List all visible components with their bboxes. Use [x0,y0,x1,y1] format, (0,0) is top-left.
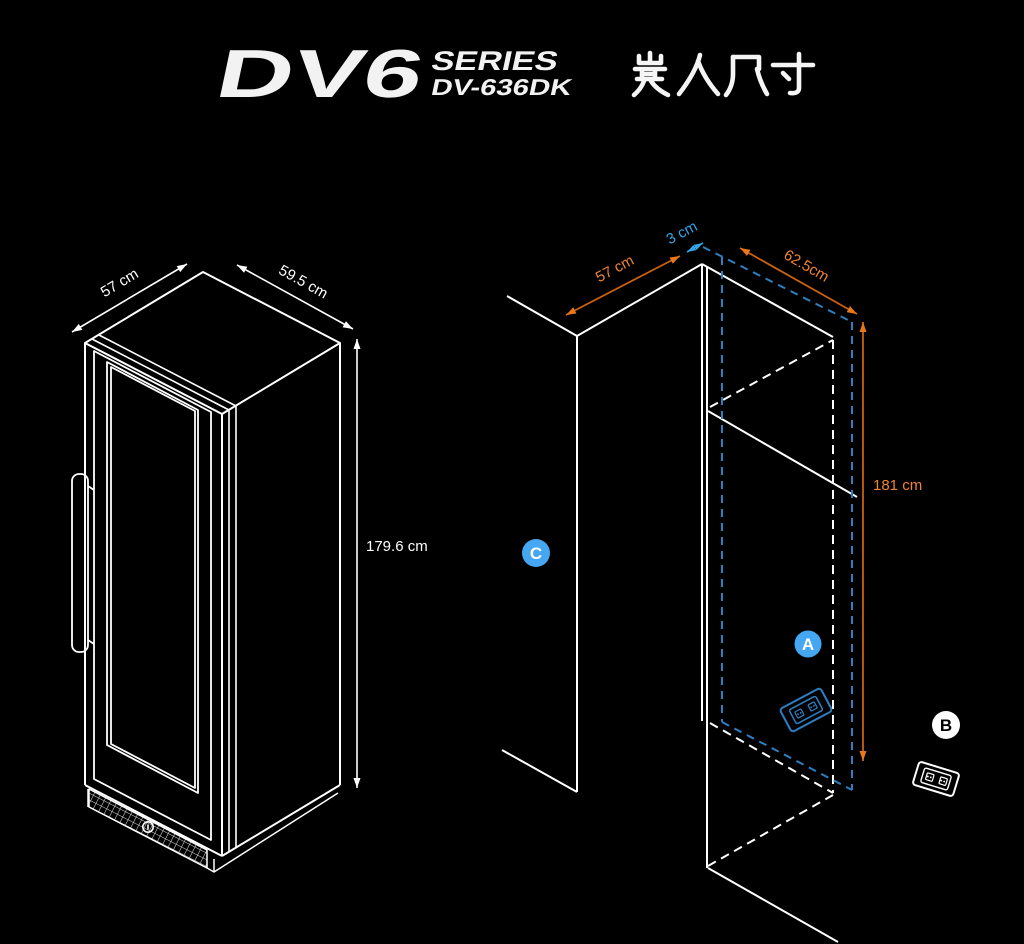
page-title-cn [631,50,816,98]
brand-series: SERIES [429,45,562,76]
power-outlet-icon-b [912,761,960,797]
brand-model: DV-636DK [429,74,575,100]
door-seam-lines [91,334,237,852]
char-ru [676,52,721,97]
dim-depth-label: 59.5 cm [276,262,331,303]
char-cun [770,51,816,96]
power-outlet-icon-a [779,687,833,733]
niche-isometric-view: 57 cm 62.5cm 181 cm 3 cm C A B [501,218,960,943]
door-panel [93,350,212,841]
appliance-envelope-dashed [702,246,853,791]
brand-logo: DV6 [210,36,431,112]
char-qian [631,50,671,98]
dim-niche-height-label: 181 cm [873,477,922,494]
badge-b: B [932,711,960,739]
badge-a-label: A [802,635,814,654]
dim-wall-width [565,255,681,316]
niche-hidden-edges [707,339,834,867]
vent-grille [87,788,339,873]
dim-niche-width-label: 62.5cm [781,246,832,285]
dim-depth [236,264,354,330]
product-isometric-view: 57 cm 59.5 cm 179.6 cm [71,262,428,873]
dim-height-label: 179.6 cm [366,538,428,555]
badge-a: A [794,630,822,658]
dim-width [71,263,188,333]
header: DV6 SERIES DV-636DK [210,36,816,112]
char-chi [723,54,770,98]
door-lock [142,820,155,833]
dim-niche-width [739,247,858,315]
dim-clearance [686,242,704,253]
dim-clearance-label: 3 cm [664,218,701,248]
cabinet-outline [84,271,341,857]
badge-c: C [522,539,550,567]
door-handle [71,473,95,653]
badge-c-label: C [530,544,542,563]
niche-walls-solid [501,263,858,943]
badge-b-label: B [940,716,952,735]
